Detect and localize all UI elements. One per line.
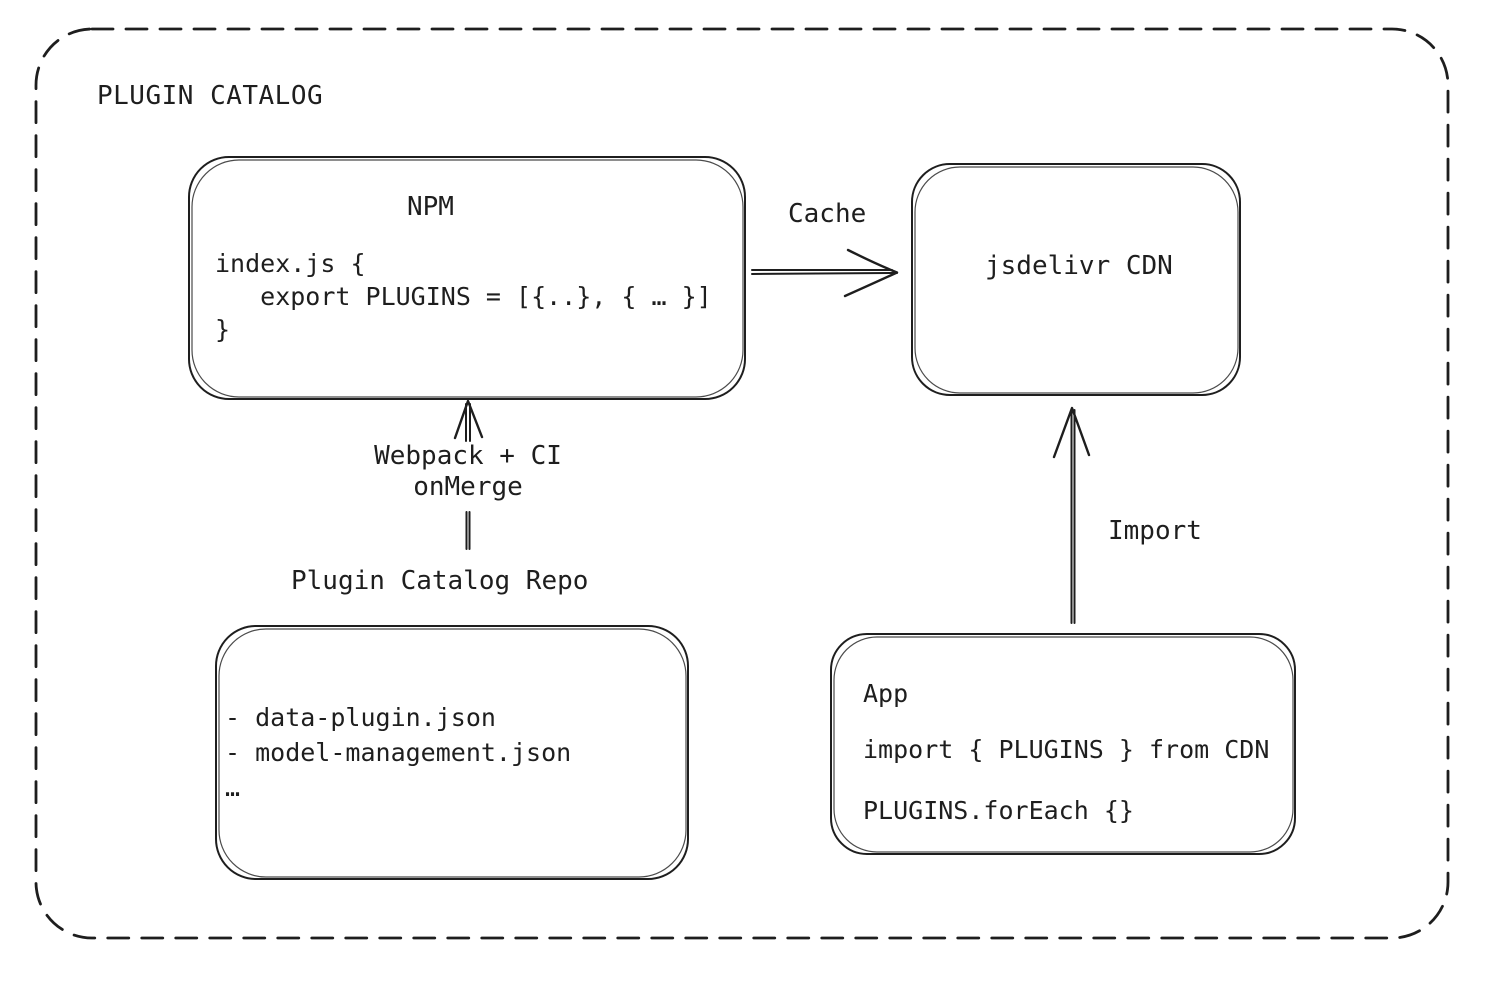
cache-arrow: [751, 248, 899, 298]
catalog-boundary: [34, 27, 1450, 940]
repo-node-files: - data-plugin.json - model-management.js…: [225, 703, 572, 802]
npm-node-title: NPM: [407, 192, 454, 222]
npm-node-box: [188, 156, 746, 400]
cdn-node-label: jsdelivr CDN: [985, 251, 1173, 281]
build-arrow-label: Webpack + CI onMerge: [374, 441, 562, 502]
import-arrow: [1052, 406, 1091, 624]
build-arrow: [453, 399, 484, 550]
cdn-node-box: [911, 163, 1241, 396]
app-node-box: [830, 633, 1296, 855]
repo-node-box: [215, 625, 689, 880]
repo-node-title: Plugin Catalog Repo: [291, 566, 589, 596]
npm-node-code: index.js { export PLUGINS = [{..}, { … }…: [215, 249, 712, 344]
cache-arrow-label: Cache: [788, 199, 867, 229]
app-node-title: App: [863, 679, 909, 708]
import-arrow-label: Import: [1108, 516, 1202, 546]
app-node-code-foreach: PLUGINS.forEach {}: [863, 796, 1134, 825]
app-node-code-import: import { PLUGINS } from CDN: [863, 735, 1270, 764]
diagram-title: PLUGIN CATALOG: [97, 81, 324, 111]
